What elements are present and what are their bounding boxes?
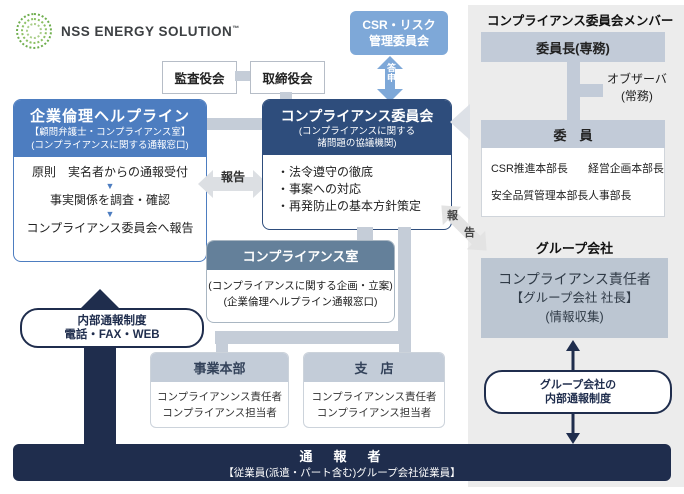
members-list: CSR推進本部長 経営企画本部長 安全品質管理本部長 人事部長 [481, 148, 665, 217]
group-report-double-arrow-icon [441, 205, 487, 251]
division-line-1: コンプライアンンス責任者 [156, 391, 283, 403]
branch-office-box: 支 店 コンプライアンンス責任者 コンプライアンス担当者 [303, 352, 445, 428]
member-1: CSR推進本部長 [491, 163, 568, 175]
connector-stub-division [216, 344, 228, 353]
toshin-arrow-label: 答申 [386, 63, 396, 83]
members-panel-title: コンプライアンス委員会メンバー [487, 14, 674, 28]
whistleblower-sub: 【従業員(派遣・パート含む)グループ会社従業員】 [223, 466, 461, 479]
office-line-1: (コンプライアンスに関する企画・立案) [208, 280, 393, 292]
group-companies-title: グループ会社 [535, 241, 614, 256]
internal-reporting-line2: 電話・FAX・WEB [64, 329, 160, 341]
whistleblower-bar: 通 報 者 【従業員(派遣・パート含む)グループ会社従業員】 [13, 444, 671, 481]
division-line-2: コンプライアンス担当者 [162, 407, 277, 419]
committee-item-3: ・再発防止の基本方針策定 [277, 199, 422, 213]
members-header: 委 員 [481, 120, 665, 148]
ethics-helpline-title: 企業倫理ヘルプライン [29, 108, 190, 125]
member-3: 安全品質管理本部長 [491, 190, 589, 202]
compliance-office-box: コンプライアンス室 (コンプライアンスに関する企画・立案) (企業倫理ヘルプライ… [206, 240, 395, 323]
group-box-line2: 【グループ会社 社長】 [510, 290, 639, 305]
csr-line2: 管理委員会 [368, 34, 429, 48]
internal-reporting-pill: 内部通報制度 電話・FAX・WEB [20, 308, 204, 348]
ethics-helpline-box: 企業倫理ヘルプライン 【顧問弁護士・コンプライアンス室】 (コンプライアンスに関… [13, 99, 207, 262]
compliance-committee-sub1: (コンプライアンスに関する [298, 126, 416, 137]
down-triangle-icon: ▼ [105, 209, 115, 219]
logo-icon [16, 13, 52, 49]
business-division-body: コンプライアンンス責任者 コンプライアンス担当者 [151, 382, 288, 421]
down-triangle-icon: ▼ [105, 181, 115, 191]
group-report-label-char2: 告 [464, 227, 475, 239]
connector-stub-branch [399, 344, 411, 353]
compliance-office-body: (コンプライアンスに関する企画・立案) (企業倫理ヘルプライン通報窓口) [207, 270, 394, 310]
ethics-helpline-sub1: 【顧問弁護士・コンプライアンス室】 [29, 127, 191, 138]
helpline-step-3: コンプライアンス委員会へ報告 [26, 221, 194, 235]
csr-line1: CSR・リスク [362, 18, 436, 32]
ethics-helpline-header: 企業倫理ヘルプライン 【顧問弁護士・コンプライアンス室】 (コンプライアンスに関… [14, 100, 206, 157]
csr-risk-committee-box: CSR・リスク 管理委員会 [350, 11, 448, 55]
committee-item-2: ・事案への対応 [277, 182, 362, 196]
branch-office-body: コンプライアンンス責任者 コンプライアンス担当者 [304, 382, 444, 421]
branch-line-1: コンプライアンンス責任者 [311, 391, 437, 403]
compliance-committee-header: コンプライアンス委員会 (コンプライアンスに関する 諸問題の協議機関) [263, 100, 451, 155]
compliance-committee-items: ・法令遵守の徹底 ・事案への対応 ・再発防止の基本方針策定 [263, 155, 451, 215]
observer-line1: オブザーバ [607, 72, 667, 86]
compliance-committee-box: コンプライアンス委員会 (コンプライアンスに関する 諸問題の協議機関) ・法令遵… [262, 99, 452, 230]
business-division-box: 事業本部 コンプライアンンス責任者 コンプライアンス担当者 [150, 352, 289, 428]
internal-reporting-line1: 内部通報制度 [77, 315, 147, 327]
group-report-label-char1: 報 [447, 210, 458, 222]
connector-horizontal-bar [215, 331, 411, 344]
connector-chair-members [567, 62, 580, 120]
branch-office-title: 支 店 [304, 353, 444, 382]
group-pill-line1: グループ会社の [539, 379, 617, 391]
compliance-committee-title: コンプライアンス委員会 [280, 108, 434, 124]
compliance-committee-sub2: 諸問題の協議機関) [317, 138, 397, 149]
group-pill-line2: 内部通報制度 [545, 393, 611, 405]
group-box-line3: (情報収集) [545, 309, 604, 324]
office-line-2: (企業倫理ヘルプライン通報窓口) [223, 296, 378, 308]
branch-line-2: コンプライアンス担当者 [316, 407, 432, 419]
connector-audit-board [235, 71, 250, 81]
connector-committee-office [357, 227, 373, 241]
group-compliance-officer-box: コンプライアンス責任者 【グループ会社 社長】 (情報収集) [481, 258, 668, 338]
member-2: 経営企画本部長 [588, 163, 664, 175]
helpline-step-2: 事実関係を調査・確認 [49, 193, 170, 207]
compliance-office-title: コンプライアンス室 [207, 241, 394, 270]
business-division-title: 事業本部 [151, 353, 288, 382]
connector-board-committee [280, 92, 292, 101]
committee-item-1: ・法令遵守の徹底 [277, 165, 374, 179]
report-arrow-label: 報告 [221, 170, 246, 184]
board-of-directors-box: 取締役会 [250, 61, 325, 94]
ethics-helpline-steps: 原則 実名者からの通報受付 ▼ 事実関係を調査・確認 ▼ コンプライアンス委員会… [14, 157, 206, 236]
connector-trunk-vertical [398, 227, 411, 344]
audit-board-box: 監査役会 [162, 61, 237, 94]
observer-label: オブザーバ (常務) [607, 71, 667, 105]
helpline-step-1: 原則 実名者からの通報受付 [31, 165, 188, 179]
toshin-double-arrow-icon [377, 56, 403, 102]
member-4: 人事部長 [588, 190, 632, 202]
chairperson-box: 委員長(専務) [481, 32, 665, 62]
group-internal-reporting-pill: グループ会社の 内部通報制度 [484, 370, 672, 414]
connector-helpline-committee [205, 118, 262, 130]
group-report-arrow: 報 告 [433, 199, 495, 257]
brand-name: NSS ENERGY SOLUTION™ [61, 23, 240, 39]
observer-line2: (常務) [620, 89, 653, 103]
connector-observer [580, 84, 603, 97]
logo: NSS ENERGY SOLUTION™ [16, 13, 240, 49]
report-double-arrow-icon [198, 170, 268, 198]
members-box: 委 員 CSR推進本部長 経営企画本部長 安全品質管理本部長 人事部長 [481, 120, 665, 217]
members-to-committee-arrow-icon [450, 104, 470, 140]
whistleblower-title: 通 報 者 [299, 448, 385, 464]
trademark-symbol: ™ [232, 25, 240, 32]
group-box-line1: コンプライアンス責任者 [498, 270, 651, 287]
ethics-helpline-sub2: (コンプライアンスに関する通報窓口) [31, 140, 189, 151]
